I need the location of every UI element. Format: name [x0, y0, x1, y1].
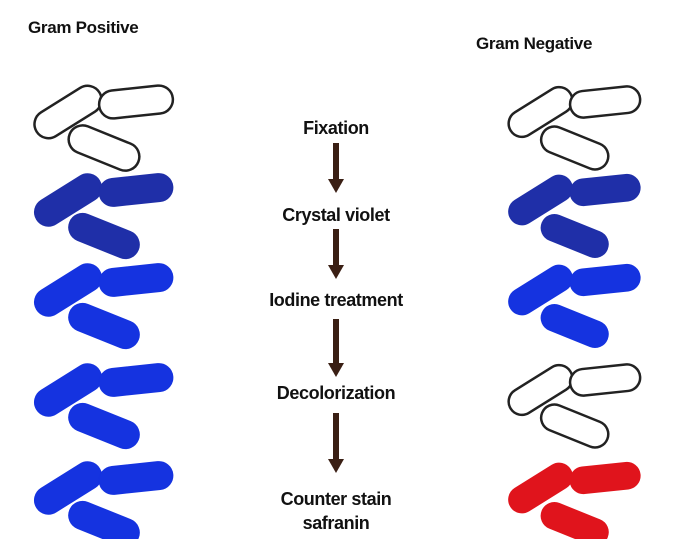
bacteria-cluster-unstained: [29, 81, 174, 175]
gram-positive-column: [29, 81, 174, 539]
step-safranin: safranin: [236, 512, 436, 534]
bacterium-rod: [64, 209, 143, 263]
step-fixation: Fixation: [236, 117, 436, 139]
bacteria-cluster-violet-iodine: [29, 359, 174, 453]
bacterium-rod: [569, 263, 642, 297]
down-arrow-icon: [326, 413, 346, 475]
bacterium-rod: [537, 401, 612, 452]
bacterium-rod: [64, 299, 143, 353]
down-arrow-icon: [326, 319, 346, 379]
bacterium-rod: [569, 461, 642, 495]
bacterium-rod: [537, 499, 612, 539]
bacterium-rod: [64, 399, 143, 453]
bacterium-rod: [537, 301, 612, 352]
bacterium-rod: [569, 173, 642, 207]
bacterium-rod: [98, 172, 175, 208]
bacteria-cluster-crystal-violet: [504, 170, 642, 261]
bacteria-cluster-violet-iodine: [29, 457, 174, 539]
down-arrow-icon: [326, 229, 346, 281]
bacterium-rod: [98, 460, 175, 496]
step-iodine-treatment: Iodine treatment: [236, 289, 436, 311]
bacterium-rod: [98, 362, 175, 398]
bacteria-cluster-crystal-violet: [29, 169, 174, 263]
down-arrow-icon: [326, 143, 346, 195]
bacterium-rod: [569, 85, 642, 119]
bacterium-rod: [569, 363, 642, 397]
bacterium-rod: [64, 121, 143, 175]
bacterium-rod: [64, 497, 143, 539]
bacterium-rod: [98, 84, 175, 120]
bacteria-cluster-violet-iodine: [29, 259, 174, 353]
bacterium-rod: [98, 262, 175, 298]
step-decolorization: Decolorization: [236, 382, 436, 404]
bacteria-cluster-violet-iodine: [504, 260, 642, 351]
bacterium-rod: [537, 123, 612, 174]
bacteria-cluster-safranin: [504, 458, 642, 539]
bacteria-cluster-unstained: [504, 360, 642, 451]
bacteria-cluster-unstained: [504, 82, 642, 173]
gram-negative-column: [504, 82, 642, 539]
step-crystal-violet: Crystal violet: [236, 204, 436, 226]
step-counter-stain: Counter stain: [236, 488, 436, 510]
bacterium-rod: [537, 211, 612, 262]
